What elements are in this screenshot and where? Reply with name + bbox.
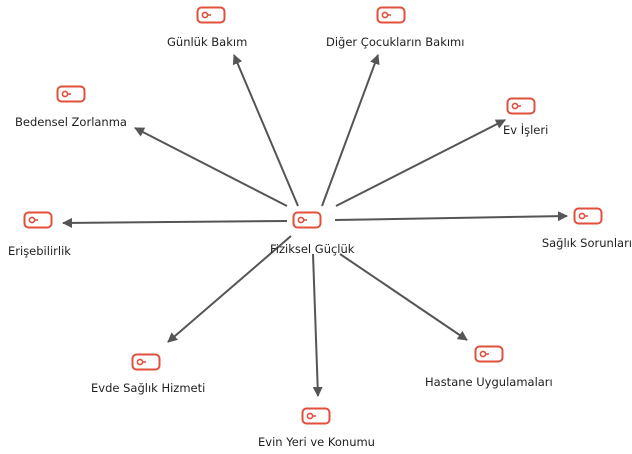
edge-arrow <box>312 253 323 397</box>
edge-arrow <box>134 127 288 207</box>
code-document-icon[interactable] <box>573 207 603 225</box>
edge-arrow <box>335 119 506 207</box>
edge-arrow <box>339 253 468 341</box>
edge-arrow <box>232 54 299 207</box>
edge-arrow <box>321 54 380 207</box>
code-document-icon[interactable] <box>292 211 322 229</box>
edge-arrow <box>334 211 568 222</box>
node-label-hastane-uygulamalari: Hastane Uygulamaları <box>425 375 553 389</box>
node-label-saglik-sorunlari: Sağlık Sorunları <box>541 236 632 250</box>
code-document-icon[interactable] <box>301 407 331 425</box>
center-node-label: Fiziksel Güçlük <box>270 242 355 256</box>
node-label-diger-cocuklarin-bakimi: Diğer Çocukların Bakımı <box>326 35 465 49</box>
edge-arrow <box>62 217 288 228</box>
code-document-icon[interactable] <box>23 211 53 229</box>
node-label-erisebilirlik: Erişebilirlik <box>8 244 71 258</box>
node-label-bedensel-zorlanma: Bedensel Zorlanma <box>15 115 127 129</box>
node-label-evde-saglik-hizmeti: Evde Sağlık Hizmeti <box>91 381 206 395</box>
code-document-icon[interactable] <box>506 97 536 115</box>
node-label-gunluk-bakim: Günlük Bakım <box>167 35 248 49</box>
node-label-evin-yeri-ve-konumu: Evin Yeri ve Konumu <box>258 435 375 449</box>
code-document-icon[interactable] <box>56 85 86 103</box>
code-document-icon[interactable] <box>474 345 504 363</box>
code-document-icon[interactable] <box>376 6 406 24</box>
code-document-icon[interactable] <box>131 353 161 371</box>
code-document-icon[interactable] <box>196 6 226 24</box>
edge-arrow <box>167 235 292 343</box>
node-label-ev-isleri: Ev İşleri <box>503 123 549 137</box>
